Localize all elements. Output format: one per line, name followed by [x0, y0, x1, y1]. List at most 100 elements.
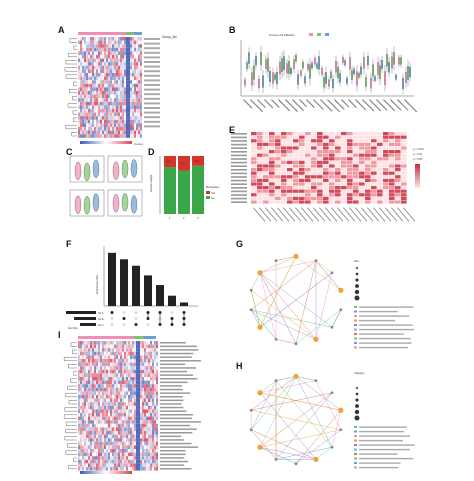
heat-cell: [102, 119, 104, 124]
dendrogram-branch: [68, 364, 77, 369]
corr-cell: [281, 171, 287, 175]
heat-cell: [138, 55, 140, 59]
corr-cell: [323, 135, 329, 139]
heat-cell: [88, 348, 90, 352]
dendrogram-branch: [65, 74, 77, 79]
corr-cell: [341, 150, 347, 154]
col-label-placeholder: [276, 207, 290, 222]
heat-cell: [82, 402, 84, 406]
corr-cell: [329, 196, 335, 200]
heat-cell: [110, 467, 112, 471]
heat-cell: [132, 76, 134, 81]
heat-cell: [116, 73, 118, 77]
heat-cell: [120, 134, 122, 138]
heat-cell: [124, 91, 126, 95]
corr-cell: [323, 200, 329, 204]
heat-cell: [156, 391, 158, 395]
heat-cell: [126, 405, 128, 410]
boxplot-box: [316, 63, 318, 69]
heat-cell: [118, 62, 120, 66]
corr-cell: [383, 171, 389, 175]
heat-cell: [122, 69, 124, 73]
heat-cell: [138, 62, 140, 66]
heat-cell: [106, 348, 108, 352]
boxplot-box: [346, 78, 348, 84]
heat-cell: [138, 123, 140, 127]
heat-cell: [92, 94, 94, 99]
row-label-placeholder: [160, 356, 192, 358]
heat-cell: [78, 130, 80, 135]
heat-cell: [110, 420, 112, 424]
col-label-placeholder: [294, 207, 308, 222]
heat-cell: [106, 55, 108, 59]
heat-cell: [156, 467, 158, 471]
heat-cell: [122, 463, 124, 467]
heat-cell: [80, 431, 82, 435]
heat-cell: [138, 359, 140, 363]
heat-cell: [90, 467, 92, 471]
heat-cell: [124, 387, 126, 392]
heat-cell: [118, 355, 120, 359]
heat-cell: [128, 94, 130, 99]
heat-cell: [80, 134, 82, 138]
heat-cell: [100, 69, 102, 73]
heat-cell: [102, 398, 104, 403]
heat-cell: [82, 112, 84, 117]
legend-size-dot: [355, 392, 359, 396]
corr-cell: [389, 193, 395, 197]
heat-cell: [150, 413, 152, 417]
heat-cell: [116, 91, 118, 95]
network-edge: [259, 447, 317, 460]
heat-cell: [134, 130, 136, 135]
network-edge: [250, 380, 277, 430]
heat-cell: [124, 423, 126, 428]
heat-cell: [126, 369, 128, 374]
heat-cell: [84, 98, 86, 102]
heat-cell: [88, 405, 90, 410]
x-tick-label-placeholder: [369, 99, 382, 112]
corr-cell: [365, 200, 371, 204]
heat-cell: [82, 438, 84, 442]
heat-cell: [84, 116, 86, 120]
heat-cell: [130, 405, 132, 410]
heat-cell: [88, 73, 90, 77]
heat-cell: [82, 130, 84, 135]
heat-cell: [114, 109, 116, 113]
heat-cell: [128, 348, 130, 352]
heat-cell: [98, 94, 100, 99]
heat-cell: [100, 456, 102, 460]
heat-cell: [82, 441, 84, 446]
corr-cell: [353, 153, 359, 157]
row-label-placeholder: [144, 56, 160, 59]
heat-cell: [128, 402, 130, 406]
heat-cell: [84, 398, 86, 403]
heat-cell: [100, 130, 102, 135]
corr-cell: [371, 160, 377, 164]
heat-cell: [154, 438, 156, 442]
panel-b-legend-swatch-2: [317, 33, 321, 36]
network-node: [249, 408, 253, 412]
heat-cell: [140, 359, 142, 363]
heat-cell: [130, 40, 132, 45]
heat-cell: [142, 467, 144, 471]
heat-cell: [122, 87, 124, 91]
heat-cell: [122, 405, 124, 410]
network-edge: [275, 339, 297, 344]
heat-cell: [116, 123, 118, 127]
heat-cell: [130, 456, 132, 460]
heat-cell: [110, 456, 112, 460]
corr-cell: [263, 178, 269, 182]
row-label-placeholder: [160, 388, 183, 391]
heat-cell: [116, 51, 118, 55]
dendrogram-branch: [70, 342, 77, 347]
heat-cell: [96, 434, 98, 439]
heat-cell: [114, 387, 116, 392]
heat-cell: [150, 427, 152, 431]
heat-cell: [78, 463, 80, 467]
heat-cell: [136, 355, 138, 359]
heat-cell: [94, 380, 96, 385]
boxplot-box: [251, 72, 253, 86]
heat-cell: [150, 459, 152, 464]
heat-cell: [120, 62, 122, 66]
heat-cell: [110, 105, 112, 109]
